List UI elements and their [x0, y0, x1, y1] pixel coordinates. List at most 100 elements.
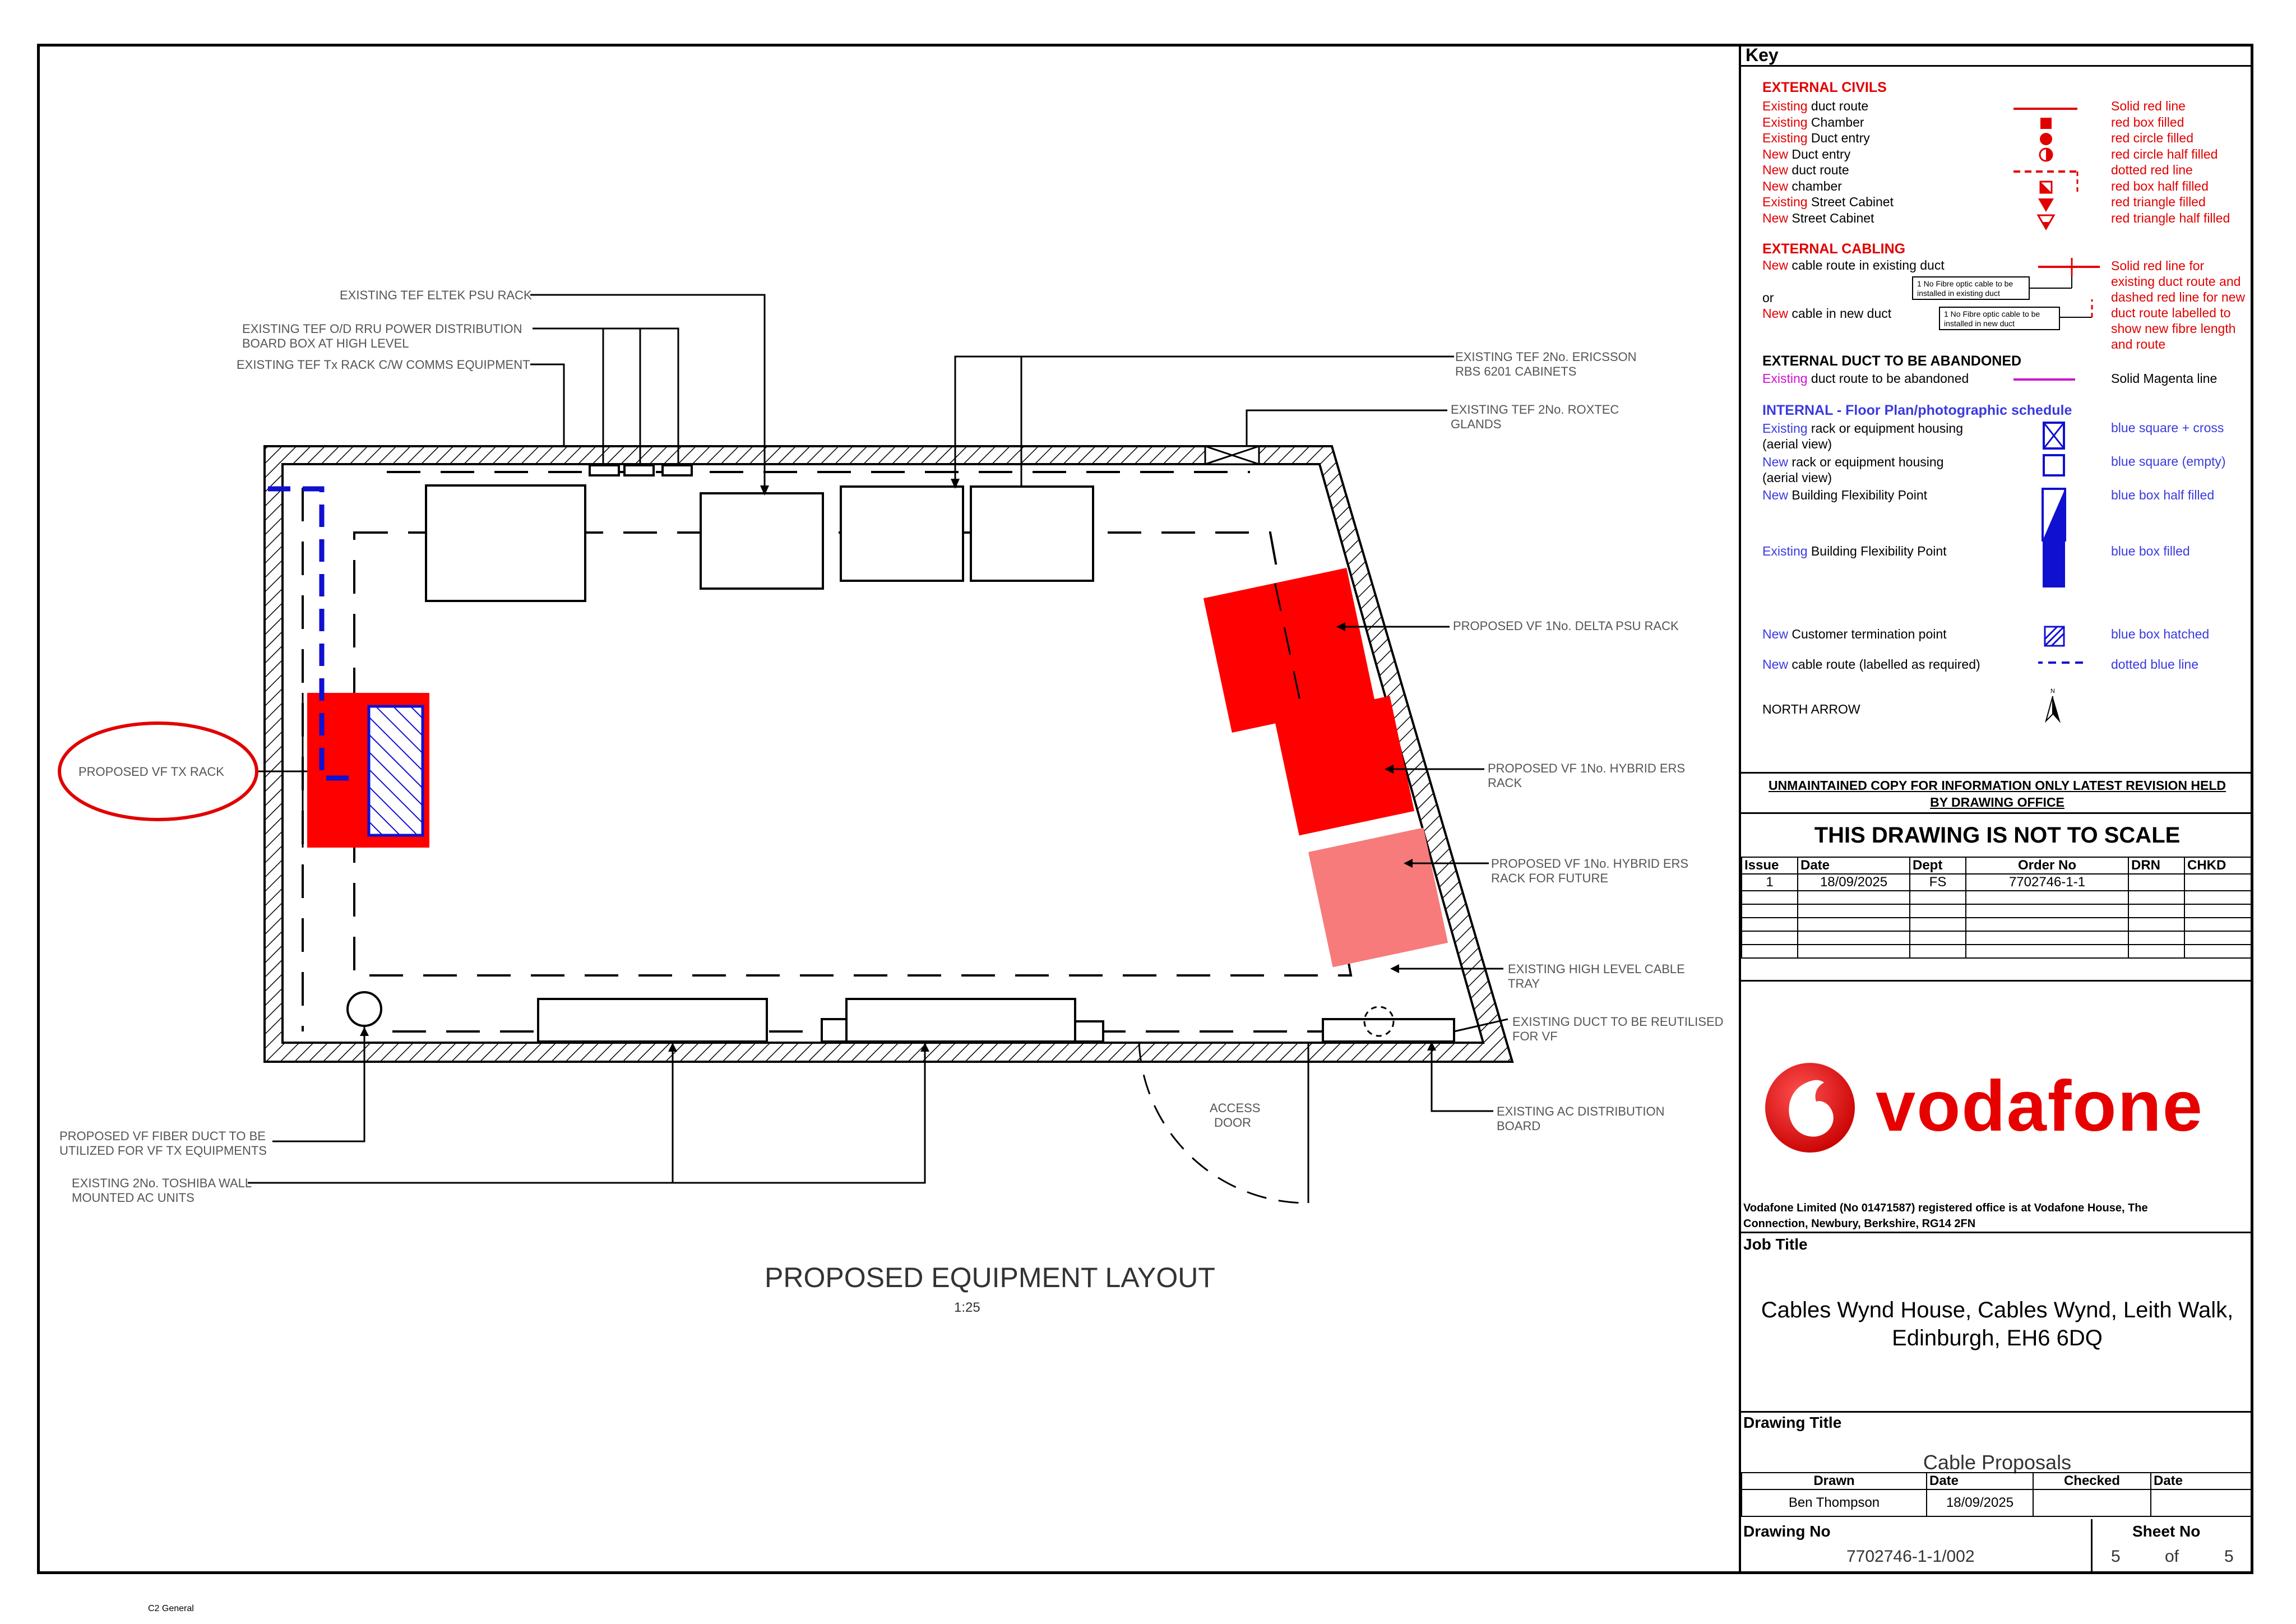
drawing-no-value: 7702746-1-1/002 [1846, 1547, 1975, 1566]
key-civils-heading: EXTERNAL CIVILS [1762, 80, 1887, 95]
label-fiber-2: UTILIZED FOR VF TX EQUIPMENTS [59, 1144, 267, 1158]
fiber-duct-circle [346, 991, 382, 1027]
footer-classification: C2 General [148, 1604, 194, 1613]
ac-unit-small-2 [1074, 1020, 1104, 1043]
drawn-cell: Ben Thompson [1741, 1489, 1927, 1517]
existing-tx-rack [700, 492, 824, 590]
key-civils-row: Existing Chamber [1762, 114, 1864, 129]
key-internal-desc-2: blue square (empty) [2111, 454, 2226, 469]
drawn-table: Drawn Date Checked Date Ben Thompson 18/… [1741, 1472, 2253, 1517]
drawn-cell: 18/09/2025 [1926, 1489, 2034, 1517]
key-internal-row-1: Existing rack or equipment housing(aeria… [1762, 421, 1963, 451]
table-row [1741, 931, 2253, 945]
key-civils-row: New Street Cabinet [1762, 210, 1874, 225]
key-internal-symbols: N [2038, 422, 2083, 723]
key-civils-desc: dotted red line [2111, 163, 2193, 177]
key-civils-row: New duct route [1762, 163, 1849, 177]
label-ac-dist-2: BOARD [1497, 1119, 1540, 1133]
key-internal-desc-3: blue box half filled [2111, 488, 2215, 502]
drawing-title-label: Drawing Title [1743, 1414, 1842, 1431]
plan-scale: 1:25 [954, 1300, 980, 1315]
label-toshiba-2: MOUNTED AC UNITS [72, 1191, 195, 1205]
key-internal-row-4: Existing Building Flexibility Point [1762, 544, 1947, 558]
issue-cell [2128, 873, 2185, 891]
vodafone-wordmark: vodafone [1876, 1066, 2204, 1146]
proposed-hybrid-ers-rack [1275, 696, 1415, 836]
key-civils-desc: red circle filled [2111, 131, 2193, 145]
new-cable-route [268, 486, 359, 781]
table-row [1741, 917, 2253, 932]
label-toshiba-1: EXISTING 2No. TOSHIBA WALL [72, 1176, 252, 1190]
issue-header-drn: DRN [2128, 857, 2185, 875]
issue-table: Issue Date Dept Order No DRN CHKD 1 18/0… [1741, 857, 2253, 959]
label-access-1: ACCESS [1210, 1101, 1260, 1115]
key-civils-row: Existing Street Cabinet [1762, 195, 1894, 209]
issue-cell: 18/09/2025 [1797, 873, 1910, 891]
key-internal-row-5: New Customer termination point [1762, 627, 1947, 641]
vodafone-logo-icon [1765, 1063, 1855, 1153]
key-civils-desc: red circle half filled [2111, 146, 2218, 161]
ac-unit-1 [537, 998, 768, 1043]
key-civils-row: New chamber [1762, 178, 1842, 193]
key-civils-row: Existing Duct entry [1762, 131, 1870, 145]
existing-ericsson-cabinet-2 [970, 485, 1094, 582]
sheet-current: 5 [2111, 1547, 2121, 1566]
key-civils-row: New Duct entry [1762, 146, 1851, 161]
label-rru-2: BOARD BOX AT HIGH LEVEL [242, 336, 409, 350]
label-access-2: DOOR [1214, 1116, 1251, 1130]
label-roxtec-2: GLANDS [1451, 417, 1501, 431]
title-block: Key EXTERNAL CIVILS EXTERNAL CABLING New… [1739, 44, 2253, 1574]
ac-distribution-board [1322, 1018, 1455, 1043]
highlight-ellipse [58, 721, 258, 821]
key-civils-desc: red box half filled [2111, 178, 2209, 193]
table-row: Ben Thompson 18/09/2025 [1741, 1489, 2253, 1517]
key-civils-desc: red box filled [2111, 114, 2184, 129]
label-duct-reuse-1: EXISTING DUCT TO BE REUTILISED [1512, 1015, 1724, 1029]
issue-cell: 7702746-1-1 [1965, 873, 2129, 891]
issue-cell [2184, 873, 2253, 891]
label-fiber-1: PROPOSED VF FIBER DUCT TO BE [59, 1129, 266, 1143]
drawing-title-value: Cable Proposals [1923, 1451, 2072, 1474]
key-north-arrow-label: NORTH ARROW [1762, 702, 1860, 716]
key-abandon-heading: EXTERNAL DUCT TO BE ABANDONED [1762, 353, 2022, 369]
drawn-header-date-2: Date [2150, 1472, 2253, 1490]
key-section: Key EXTERNAL CIVILS EXTERNAL CABLING New… [1741, 44, 2253, 774]
label-tx-rack: PROPOSED VF TX RACK [78, 765, 224, 779]
sheet-of: of [2165, 1547, 2179, 1566]
key-internal-desc-6: dotted blue line [2111, 657, 2199, 672]
drawn-cell [2033, 1489, 2151, 1517]
table-row [1741, 944, 2253, 959]
key-cabling-symbols [1912, 258, 2100, 330]
key-internal-desc-4: blue box filled [2111, 544, 2190, 558]
issue-table-header: Issue Date Dept Order No DRN CHKD [1741, 857, 2253, 875]
key-internal-row-2: New rack or equipment housing(aerial vie… [1762, 455, 1944, 485]
drawing-no-section: Drawing No 7702746-1-1/002 Sheet No 5 of… [1741, 1519, 2253, 1572]
leader-lines [248, 294, 1508, 1203]
proposed-hybrid-ers-rack-future [1308, 827, 1448, 968]
key-internal-row-6: New cable route (labelled as required) [1762, 657, 1980, 672]
rru-box-3 [661, 464, 693, 476]
label-tray-1: EXISTING HIGH LEVEL CABLE [1508, 962, 1685, 976]
rru-box-1 [589, 464, 620, 476]
label-hybrid-1a: PROPOSED VF 1No. HYBRID ERS [1488, 761, 1685, 775]
sheet-no-label: Sheet No [2132, 1523, 2201, 1540]
sheet-total: 5 [2224, 1547, 2234, 1566]
ac-unit-2 [845, 998, 1076, 1043]
ac-unit-small-1 [821, 1018, 848, 1043]
issue-cell: 1 [1741, 873, 1798, 891]
label-hybrid-2b: RACK FOR FUTURE [1491, 871, 1608, 885]
label-rru-1: EXISTING TEF O/D RRU POWER DISTRIBUTION [242, 322, 522, 336]
drawn-header-date: Date [1926, 1472, 2034, 1490]
key-cabling-row-2: New cable in new duct [1762, 306, 1892, 321]
label-ericsson-1: EXISTING TEF 2No. ERICSSON [1455, 350, 1637, 364]
proposed-vf-tx-rack-hatch [367, 705, 424, 837]
scale-note: THIS DRAWING IS NOT TO SCALE [1814, 823, 2181, 848]
label-tx: EXISTING TEF Tx RACK C/W COMMS EQUIPMENT [237, 358, 530, 372]
issue-header-dept: Dept [1909, 857, 1966, 875]
floor-plan: EXISTING TEF ELTEK PSU RACK EXISTING TEF… [58, 288, 1724, 1613]
drawing-no-label: Drawing No [1743, 1523, 1831, 1540]
job-title-section: Job Title Cables Wynd House, Cables Wynd… [1741, 1234, 2253, 1413]
room-wall [263, 445, 1514, 1063]
